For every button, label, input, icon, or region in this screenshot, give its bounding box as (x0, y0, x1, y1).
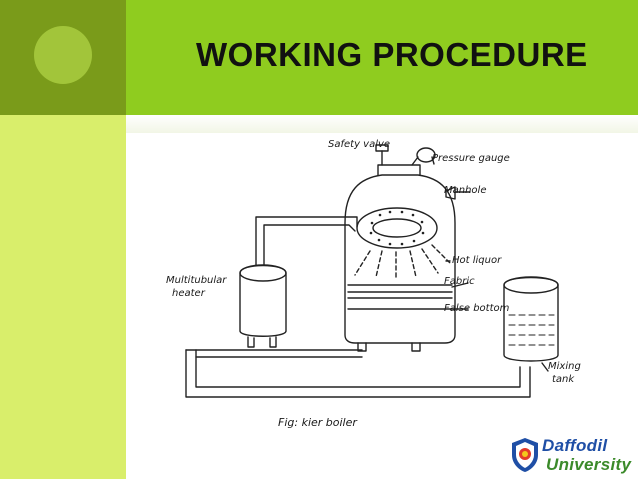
label-heater-line1: Multitubular (166, 275, 227, 286)
diagram-drawing (185, 144, 559, 398)
hot-liquor-spray (354, 244, 451, 280)
decorative-circle (34, 26, 92, 84)
pipe-heater-to-ring (255, 216, 358, 266)
circulation-loop-outer (185, 349, 531, 398)
label-manhole: Manhole (444, 185, 487, 196)
vessel-outlet-right (411, 342, 421, 352)
label-tank-line1: Mixing (548, 361, 581, 372)
logo-line2: University (546, 455, 632, 474)
label-heater-line2: heater (172, 288, 205, 299)
pressure-gauge-stem (411, 156, 419, 166)
heater-outlet-right (269, 336, 277, 348)
slide-title: WORKING PROCEDURE (196, 36, 588, 73)
vessel-outlet-left (357, 342, 367, 352)
vessel-neck (377, 164, 421, 176)
circulation-loop-inner (195, 349, 521, 388)
label-tank-line2: tank (552, 374, 575, 385)
fabric-leader (451, 282, 469, 288)
mixing-tank-liquid (508, 314, 555, 346)
label-hot-liquor: Hot liquor (452, 255, 502, 266)
spray-holes (369, 210, 425, 246)
pressure-gauge-dial (416, 147, 436, 163)
mixing-tank-leader (541, 362, 549, 372)
university-crest-icon (512, 438, 538, 472)
label-false-bottom: False bottom (444, 303, 510, 314)
label-pressure-gauge: Pressure gauge (432, 153, 510, 164)
sidebar-light-block (0, 115, 126, 479)
header-band (126, 0, 638, 115)
label-safety-valve: Safety valve (328, 139, 391, 150)
spray-ring-outer (356, 207, 438, 249)
kier-boiler-diagram: Safety valve Pressure gauge Manhole Hot … (150, 135, 583, 445)
pressure-gauge-pointer (431, 156, 435, 165)
daffodil-university-logo: Daffodil University (508, 436, 633, 476)
spray-ring-inner (372, 218, 422, 238)
kier-vessel (344, 174, 456, 344)
multitubular-heater (239, 264, 287, 337)
safety-valve-cap (375, 144, 389, 152)
heater-top (239, 264, 287, 282)
figure-top-shade (126, 115, 638, 133)
diagram-caption: Fig: kier boiler (278, 416, 357, 429)
logo-line1: Daffodil (542, 436, 608, 455)
heater-outlet-left (247, 336, 255, 348)
mixing-tank-top (503, 276, 559, 294)
label-fabric: Fabric (444, 276, 475, 287)
manhole (445, 186, 456, 200)
